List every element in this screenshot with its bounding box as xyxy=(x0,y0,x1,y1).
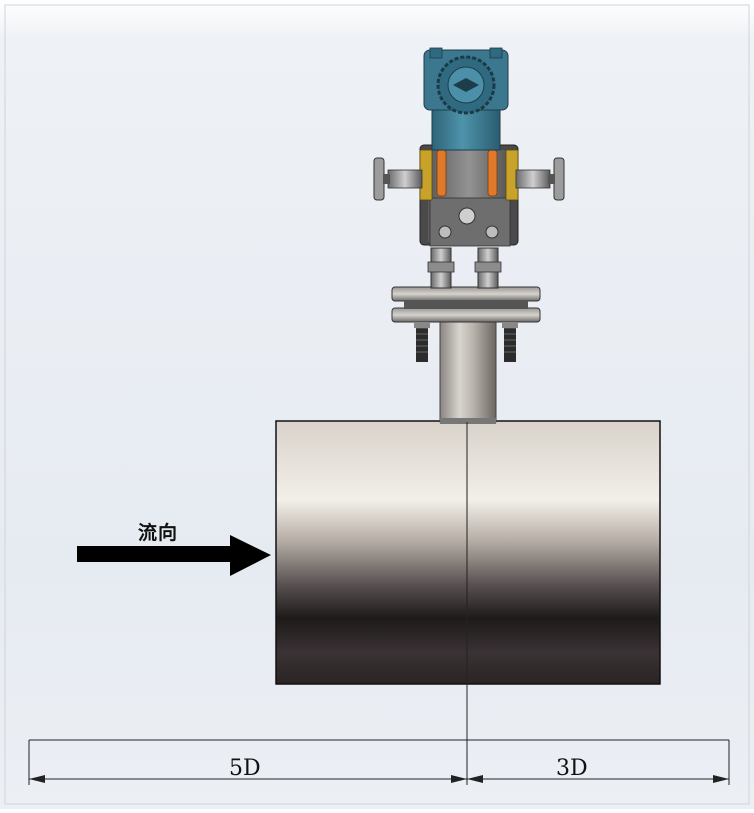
three-valve-manifold xyxy=(373,144,565,247)
dimension-lines xyxy=(28,739,730,785)
impulse-fittings xyxy=(427,247,502,289)
flow-direction-label: 流向 xyxy=(138,522,179,544)
flow-arrow xyxy=(77,535,271,576)
dimension-arrowheads xyxy=(29,775,729,783)
upstream-dimension-label: 5D xyxy=(229,756,261,781)
pipe-section xyxy=(275,420,661,685)
downstream-dimension-label: 3D xyxy=(556,756,588,781)
stem-tube xyxy=(439,319,497,424)
pressure-transmitter xyxy=(423,47,509,151)
flange xyxy=(391,286,541,362)
